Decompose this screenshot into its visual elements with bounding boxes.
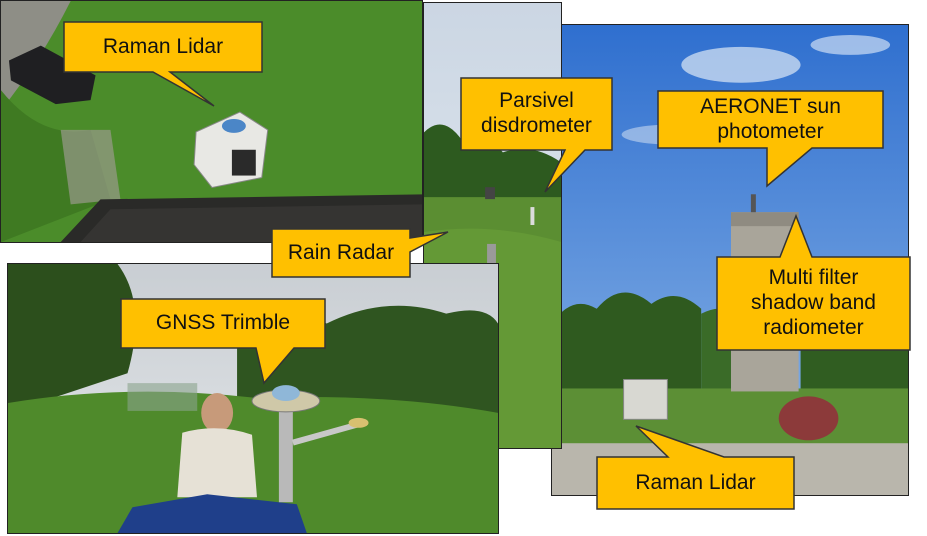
label-parsivel-disdrometer: Parsivel disdrometer bbox=[481, 89, 592, 137]
photo-gnss-trimble bbox=[7, 263, 499, 534]
label-gnss-trimble: GNSS Trimble bbox=[155, 311, 291, 335]
label-raman-lidar-bottom: Raman Lidar bbox=[635, 470, 756, 494]
label-rain-radar: Rain Radar bbox=[287, 240, 395, 264]
label-raman-lidar-top: Raman Lidar bbox=[102, 34, 224, 58]
label-aeronet-sun-photometer: AERONET sun photometer bbox=[700, 94, 841, 143]
label-mfrsr: Multi filter shadow band radiometer bbox=[751, 266, 876, 339]
